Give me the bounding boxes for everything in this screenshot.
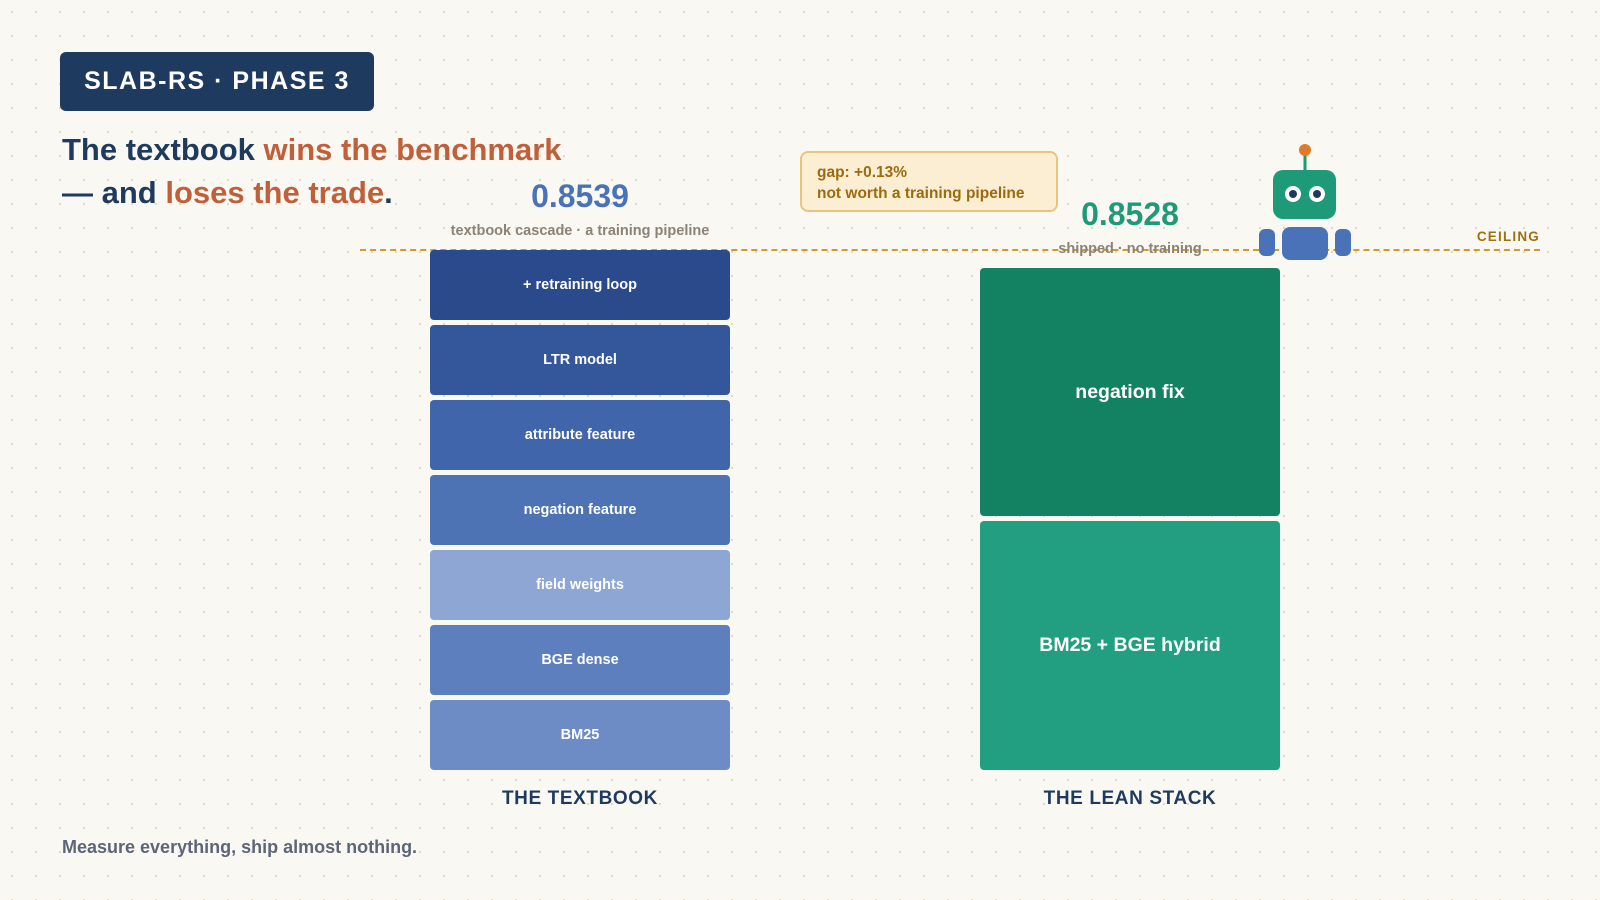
headline-text: . [384,175,393,210]
headline-text: — and [62,175,166,210]
gap-value: gap: +0.13% [817,164,908,181]
lean-layer-hybrid: BM25 + BGE hybrid [980,521,1280,770]
ceiling-line [360,249,1540,251]
headline: The textbook wins the benchmark — and lo… [62,128,562,214]
footer-tagline: Measure everything, ship almost nothing. [62,837,418,857]
textbook-layer-ltr-model: LTR model [430,325,730,395]
ceiling-label: CEILING [1476,229,1540,244]
textbook-layer-bm25: BM25 [430,700,730,770]
lean-caption: shipped · no training [1058,241,1202,257]
gap-remark: not worth a training pipeline [817,185,1025,202]
textbook-layer-retraining-loop: + retraining loop [430,250,730,320]
textbook-layer-attribute-feature: attribute feature [430,400,730,470]
headline-highlight: loses the trade [165,175,385,210]
textbook-score: 0.8539 [531,178,629,214]
headline-highlight: wins the benchmark [263,132,562,167]
textbook-layer-negation-feature: negation feature [430,475,730,545]
gap-note: gap: +0.13% not worth a training pipelin… [800,151,1058,212]
phase-badge: SLAB-RS · PHASE 3 [60,52,374,111]
textbook-layer-field-weights: field weights [430,550,730,620]
lean-layer-negation-fix: negation fix [980,268,1280,516]
textbook-stack-label: THE TEXTBOOK [501,788,659,809]
lean-stack-label: THE LEAN STACK [1043,788,1217,809]
robot-icon [1259,144,1351,260]
textbook-layer-bge-dense: BGE dense [430,625,730,695]
lean-score: 0.8528 [1081,196,1179,232]
textbook-caption: textbook cascade · a training pipeline [450,223,710,239]
headline-text: The textbook [62,132,264,167]
